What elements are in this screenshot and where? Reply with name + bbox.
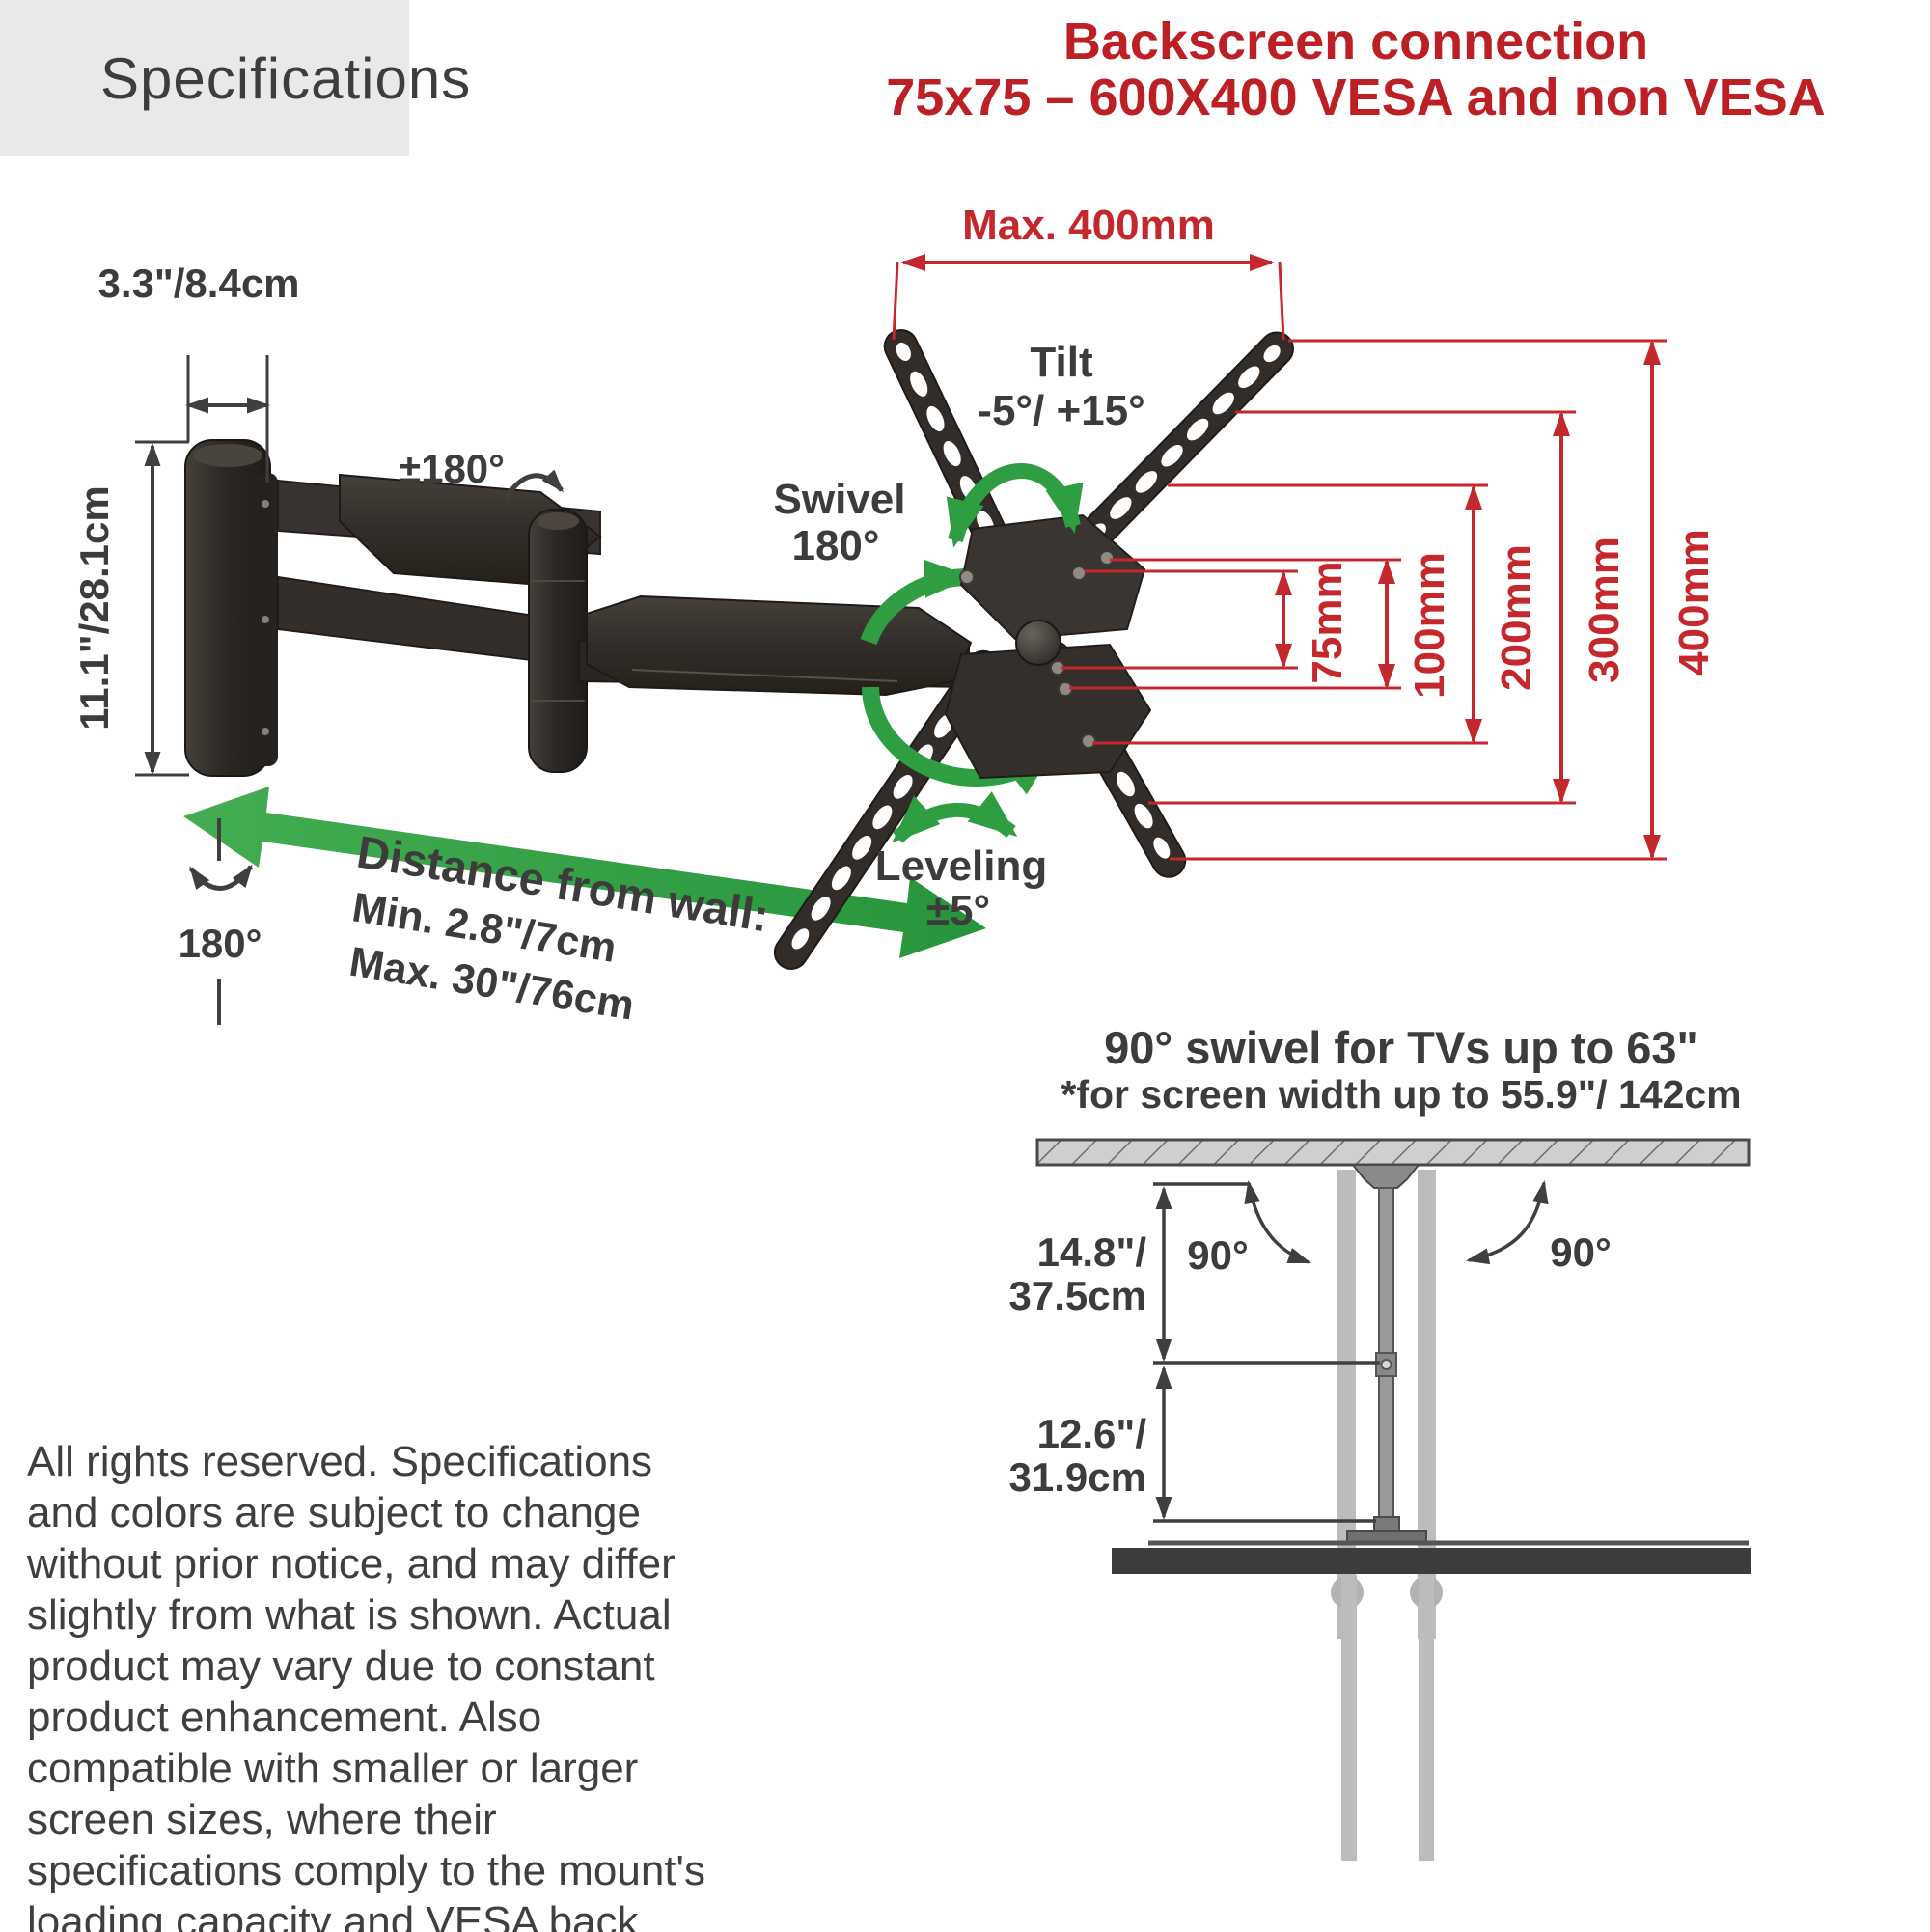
swivel-ball-joint [1015, 620, 1062, 666]
tilt-range-label: -5°/ +15° [978, 387, 1144, 434]
max-width-label: Max. 400mm [962, 202, 1215, 249]
vesa-400-label: 400mm [1670, 529, 1718, 676]
sv-height-top-line2: 37.5cm [1009, 1273, 1146, 1318]
leveling-arrow-icon [892, 791, 1018, 843]
max-width-ext [1278, 262, 1285, 341]
tv-silhouette-right [1418, 1170, 1436, 1639]
vesa-200-label: 200mm [1493, 544, 1540, 691]
tv-silhouette-left-lower [1341, 1575, 1357, 1861]
legal-disclaimer: All rights reserved. Specifications and … [27, 1438, 705, 1932]
hinge-pin-icon [262, 616, 269, 623]
swivel-arrow-icon [860, 559, 973, 646]
distance-from-wall-text: Distance from wall: Min. 2.8"/7cm Max. 3… [346, 826, 773, 1030]
bracket-lower-plate [944, 643, 1152, 780]
sv-swivel-right-label: 90° [1550, 1229, 1612, 1275]
leveling-range-label: ±5° [926, 887, 990, 934]
tilt-label: Tilt [1030, 339, 1093, 386]
elbow-top-highlight [537, 512, 579, 530]
distance-from-wall-arrow-icon [183, 787, 986, 958]
mount-cone [1350, 1164, 1421, 1189]
bracket-screw-icon [1071, 566, 1087, 581]
red-dimensions [892, 254, 1667, 861]
side-view-diagram: 90° swivel for TVs up to 63" *for screen… [1009, 1022, 1751, 1861]
hinge-pin-icon [262, 500, 269, 508]
arm-rotation-label: ±180° [399, 446, 505, 491]
vesa-300-label: 300mm [1581, 537, 1628, 683]
leveling-label: Leveling [875, 842, 1048, 890]
vesa-arm-top-right [1052, 331, 1294, 578]
max-width-ext [892, 262, 899, 341]
page-title: Specifications [100, 45, 472, 111]
plate-width-label: 3.3"/8.4cm [97, 261, 299, 306]
sv-swivel-left-label: 90° [1187, 1232, 1249, 1278]
bracket-screw-icon [1099, 550, 1115, 566]
swivel-90-arc-left-icon [1244, 1180, 1311, 1264]
backscreen-connection-heading: Backscreen connection 75x75 – 600X400 VE… [791, 14, 1920, 125]
base-rotation-label: 180° [179, 921, 262, 966]
bracket-screw-icon [959, 569, 975, 585]
sv-height-bottom-line2: 31.9cm [1009, 1454, 1146, 1500]
vesa-100-label: 100mm [1406, 552, 1453, 699]
hinge-pin-icon [262, 728, 269, 735]
heading-line1: Backscreen connection [1062, 13, 1649, 70]
swivel-angle-label: 180° [791, 522, 879, 569]
base-rotation-arrow-icon [188, 864, 254, 891]
arm-rotation-arrow-icon [503, 469, 564, 500]
swivel-label: Swivel [774, 476, 906, 523]
vesa-75-label: 75mm [1304, 561, 1351, 683]
wall-section [1035, 1138, 1751, 1167]
extension-arm-seam [631, 669, 898, 682]
side-view-title: 90° swivel for TVs up to 63" [1104, 1022, 1698, 1073]
bracket-screw-icon [1081, 733, 1096, 749]
wall-plate-top-highlight [193, 444, 262, 467]
sv-height-bottom-line1: 12.6"/ [1037, 1411, 1147, 1456]
swivel-90-arc-right-icon [1466, 1180, 1549, 1265]
sv-height-top-line1: 14.8"/ [1037, 1229, 1147, 1275]
specifications-header: Specifications [0, 0, 470, 156]
tv-silhouette-right-lower [1419, 1575, 1434, 1861]
tilt-arrow-icon [946, 463, 1084, 548]
plate-height-label: 11.1"/28.1cm [71, 485, 117, 730]
wall-mount-render [183, 329, 1294, 970]
tv-edge-on [1112, 1548, 1751, 1574]
pole-joint-screw-icon [1380, 1359, 1392, 1370]
heading-line2: 75x75 – 600X400 VESA and non VESA [886, 69, 1826, 126]
side-view-subtitle: *for screen width up to 55.9"/ 142cm [1061, 1072, 1741, 1117]
extension-arm-cover [586, 594, 973, 697]
